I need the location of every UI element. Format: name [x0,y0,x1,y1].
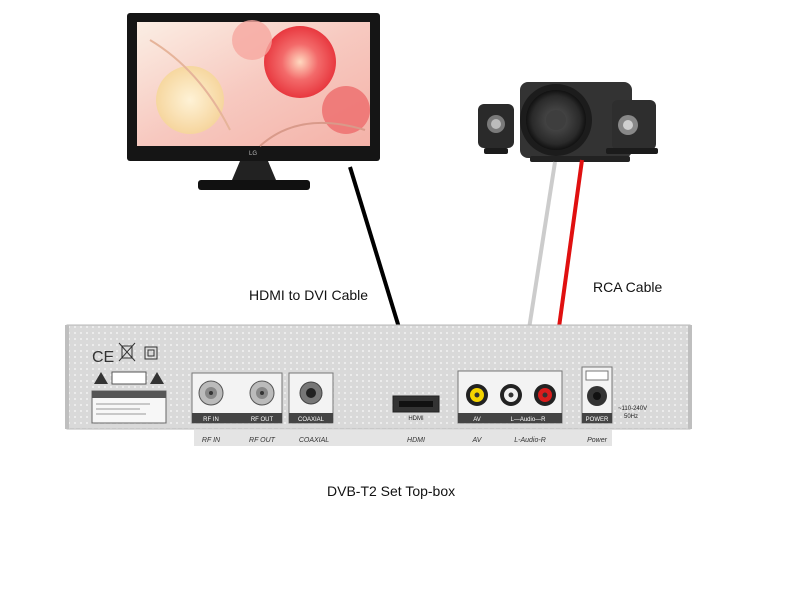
monitor: LG [127,13,380,190]
frequency-label: 50Hz [624,414,638,420]
hdmi-cable-label: HDMI to DVI Cable [249,287,369,303]
port-label-strip: RF IN RF OUT COAXIAL HDMI AV L-Audio-R P… [194,430,612,446]
rca-white-cable [524,161,557,349]
device-caption: DVB-T2 Set Top-box [327,483,456,499]
av-audio-ports-group: AV L—Audio—R [457,370,563,424]
av-yellow-jack [466,384,488,406]
strip-label-rf-out: RF OUT [249,437,276,444]
audio-left-white-jack [500,384,522,406]
warning-triangle-icon [150,372,164,384]
strip-label-coaxial: COAXIAL [299,437,329,444]
power-port-group: POWER ~110-240V 50Hz [581,366,647,424]
speakers [478,82,658,162]
hdmi-port-label: HDMI [408,416,424,422]
rf-out-port-label: RF OUT [251,417,274,423]
screen-flowers [149,20,370,147]
power-port-label: POWER [586,417,609,423]
strip-label-rf-in: RF IN [202,437,221,444]
certification-marks: CE [91,342,167,424]
av-port-label: AV [473,417,481,423]
audio-port-label: L—Audio—R [510,417,546,423]
strip-label-av: AV [472,437,483,444]
rf-in-port-label: RF IN [203,417,219,423]
hdmi-port-group: HDMI [392,395,440,422]
monitor-brand: LG [249,151,257,157]
coaxial-port-label: COAXIAL [298,417,325,423]
right-satellite-speaker [606,100,658,154]
monitor-neck [232,161,276,180]
ce-mark-icon: CE [92,349,114,366]
rf-in-port [198,380,224,406]
double-insulation-icon [144,346,158,360]
weee-bin-icon [118,342,136,362]
monitor-stand [198,180,310,190]
rf-out-port [249,380,275,406]
set-top-box-rear-panel: CE [65,324,692,430]
rf-ports-group: RF IN RF OUT [191,372,283,424]
rca-cable-label: RCA Cable [593,279,663,295]
coaxial-port-group: COAXIAL [288,372,334,424]
warning-triangle-icon [94,372,108,384]
audio-right-red-jack [534,384,556,406]
strip-label-hdmi: HDMI [407,437,425,444]
voltage-label: ~110-240V [618,406,647,412]
strip-background [194,430,612,446]
strip-label-audio: L-Audio-R [514,437,546,444]
subwoofer [520,82,632,162]
left-satellite-speaker [478,104,514,154]
strip-label-power: Power [587,437,608,444]
